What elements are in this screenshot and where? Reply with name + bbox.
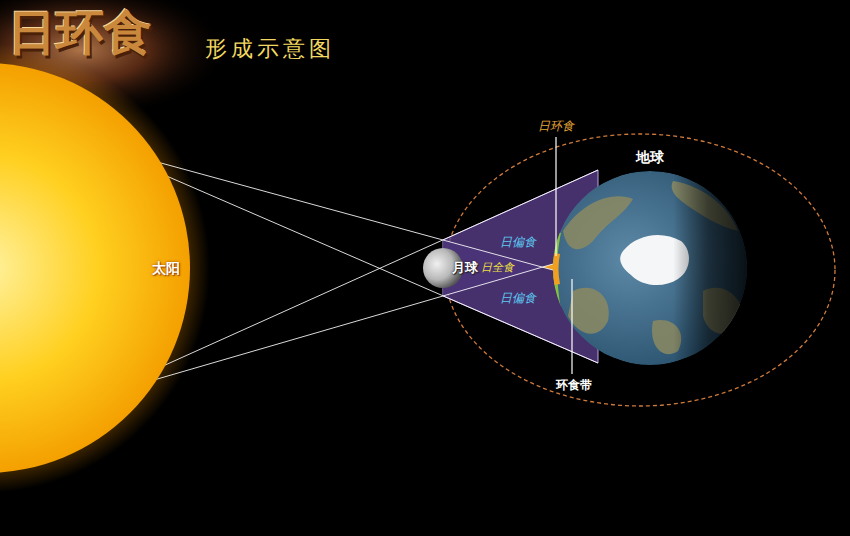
annular-band-label: 环食带 bbox=[554, 378, 594, 392]
moon-label: 月球 bbox=[452, 261, 478, 274]
subtitle: 形成示意图 bbox=[205, 38, 335, 60]
earth-globe: 地球 bbox=[553, 171, 747, 365]
annular-band-leader bbox=[571, 279, 572, 374]
annular-leader bbox=[555, 137, 556, 256]
partial-eclipse-label: 日偏食 bbox=[500, 292, 536, 304]
earth-surface bbox=[551, 171, 748, 365]
earth-label: 地球 bbox=[636, 150, 664, 164]
total-eclipse-label: 日全食 bbox=[481, 262, 514, 273]
sun-circle: 太阳 bbox=[0, 63, 190, 473]
sun-disc bbox=[0, 63, 190, 473]
main-title: 日环食 bbox=[8, 8, 152, 56]
sun-label: 太阳 bbox=[152, 261, 180, 275]
sun-glow bbox=[0, 43, 210, 493]
moon-orbit bbox=[445, 134, 835, 406]
annular-eclipse-label: 日环食 bbox=[538, 120, 574, 132]
partial-eclipse-label: 日偏食 bbox=[500, 236, 536, 248]
moon-circle: 月球 bbox=[423, 248, 463, 288]
earth-globe-shape bbox=[553, 171, 747, 365]
umbra-cone bbox=[443, 240, 542, 296]
